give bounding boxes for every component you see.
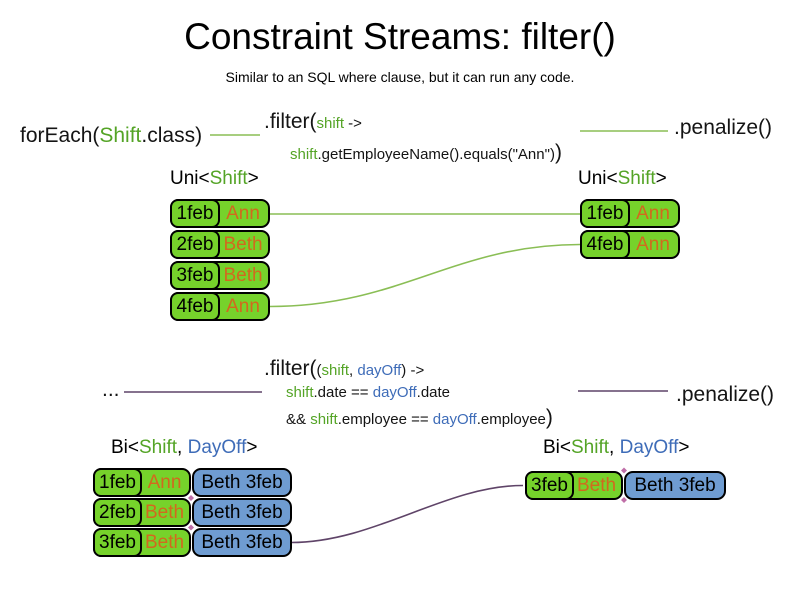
shift-employee-cell: Beth [144, 501, 185, 523]
bi-left-header-comma: , [177, 437, 188, 458]
shift-employee-cell: Ann [226, 202, 260, 224]
shift-employee-cell: Ann [636, 233, 670, 255]
uni-left-header: Uni<Shift> [170, 168, 259, 190]
cond2-op: .employee == [337, 411, 433, 428]
bi-left-row-1: 1feb Ann Beth 3feb [93, 468, 292, 497]
bi-right-header-pre: Bi< [543, 437, 571, 458]
shift-employee-cell: Beth [223, 233, 263, 255]
bi-left-header-pre: Bi< [111, 437, 139, 458]
uni-right-row-1: 1feb Ann [580, 199, 680, 228]
shift-pair-cell: 2feb Beth [93, 498, 191, 527]
bi-right-header: Bi<Shift, DayOff> [543, 437, 689, 459]
shift-employee-cell: Ann [636, 202, 670, 224]
code-filter2-cond1: shift.date == dayOff.date [286, 384, 450, 401]
dayoff-cell: Beth 3feb [192, 528, 292, 557]
shift-employee-cell: Beth [576, 474, 617, 496]
cond1-op: .date == [313, 384, 373, 401]
code-filter1-param: shift [316, 115, 345, 132]
code-penalize2: .penalize() [676, 383, 775, 406]
uni-left-row-3: 3feb Beth [170, 261, 270, 290]
uni-left-row-1: 1feb Ann [170, 199, 270, 228]
shift-date-cell: 3feb [93, 528, 142, 557]
uni-left-header-type: Shift [209, 168, 248, 189]
page-subtitle: Similar to an SQL where clause, but it c… [225, 69, 575, 85]
uni-right-row-2: 4feb Ann [580, 230, 680, 259]
code-filter1-body: .getEmployeeName().equals("Ann") [317, 146, 555, 163]
bi-left-header-type1: Shift [139, 437, 178, 458]
bi-right-header-type1: Shift [571, 437, 610, 458]
bi-left-row-3: 3feb Beth Beth 3feb [93, 528, 292, 557]
uni-right-header-post: > [655, 168, 667, 189]
bi-right-header-comma: , [609, 437, 620, 458]
code-penalize1: .penalize() [674, 116, 773, 139]
bi-right-header-type2: DayOff [619, 437, 679, 458]
shift-employee-cell: Beth [144, 531, 185, 553]
cond1-field: .date [416, 384, 451, 401]
bi-left-header-post: > [246, 437, 258, 458]
shift-date-cell: 3feb [170, 261, 220, 290]
code-filter1-arrow: -> [344, 115, 362, 132]
dayoff-cell: Beth 3feb [624, 471, 726, 500]
code-filter2-cond2: && shift.employee == dayOff.employee) [286, 406, 553, 430]
code-foreach-post: .class) [141, 124, 203, 147]
shift-date-cell: 2feb [170, 230, 220, 259]
code-filter2-param2: dayOff [357, 362, 402, 379]
shift-employee-cell: Ann [147, 471, 182, 493]
uni-right-header-type: Shift [617, 168, 656, 189]
bi-right-row-1: 3feb Beth Beth 3feb [525, 471, 726, 500]
uni-right-header-pre: Uni< [578, 168, 618, 189]
code-foreach-pre: forEach( [20, 124, 100, 147]
code-ellipsis: ... [102, 378, 120, 401]
uni-left-row-2: 2feb Beth [170, 230, 270, 259]
code-filter2-comma: , [349, 362, 358, 379]
code-foreach-class: Shift [99, 124, 142, 147]
connector-bi-row-3feb [290, 484, 524, 544]
code-filter1-line1: .filter(shift -> [264, 110, 362, 134]
code-filter1-close-paren: ) [554, 141, 562, 164]
code-foreach: forEach(Shift.class) [20, 124, 202, 148]
shift-date-cell: 4feb [580, 230, 630, 259]
code-filter2-open-paren: ( [316, 362, 322, 379]
uni-right-header: Uni<Shift> [578, 168, 667, 190]
cond1-dayoff: dayOff [372, 384, 417, 401]
code-filter2-line1: .filter((shift, dayOff) -> [264, 357, 424, 381]
cond1-shift: shift [286, 384, 314, 401]
dayoff-cell: Beth 3feb [192, 498, 292, 527]
dayoff-cell: Beth 3feb [192, 468, 292, 497]
uni-left-header-post: > [247, 168, 259, 189]
connector-uni-row-4feb [269, 243, 581, 308]
uni-left-row-4: 4feb Ann [170, 292, 270, 321]
shift-date-cell: 4feb [170, 292, 220, 321]
uni-left-header-pre: Uni< [170, 168, 210, 189]
code-filter2-close-paren: ) [545, 406, 553, 429]
bi-left-header: Bi<Shift, DayOff> [111, 437, 257, 459]
shift-employee-cell: Ann [226, 295, 260, 317]
cond2-and: && [286, 411, 311, 428]
code-filter2-arrow: ) -> [401, 362, 425, 379]
bi-right-header-post: > [678, 437, 690, 458]
shift-date-cell: 2feb [93, 498, 142, 527]
cond2-dayoff: dayOff [432, 411, 477, 428]
shift-date-cell: 1feb [93, 468, 142, 497]
shift-date-cell: 3feb [525, 471, 574, 500]
code-filter1-line2: shift.getEmployeeName().equals("Ann")) [290, 141, 562, 165]
shift-employee-cell: Beth [223, 264, 263, 286]
cond2-shift: shift [310, 411, 338, 428]
cond2-field: .employee [476, 411, 546, 428]
code-filter2-method: .filter( [264, 357, 317, 380]
code-filter1-body-param: shift [290, 146, 318, 163]
bi-left-row-2: 2feb Beth Beth 3feb [93, 498, 292, 527]
shift-date-cell: 1feb [170, 199, 220, 228]
code-filter2-param1: shift [321, 362, 350, 379]
shift-date-cell: 1feb [580, 199, 630, 228]
bi-left-header-type2: DayOff [187, 437, 247, 458]
shift-pair-cell: 3feb Beth [525, 471, 623, 500]
shift-pair-cell: 3feb Beth [93, 528, 191, 557]
page-title: Constraint Streams: filter() [184, 16, 616, 57]
shift-pair-cell: 1feb Ann [93, 468, 191, 497]
code-filter1-method: .filter( [264, 110, 317, 133]
